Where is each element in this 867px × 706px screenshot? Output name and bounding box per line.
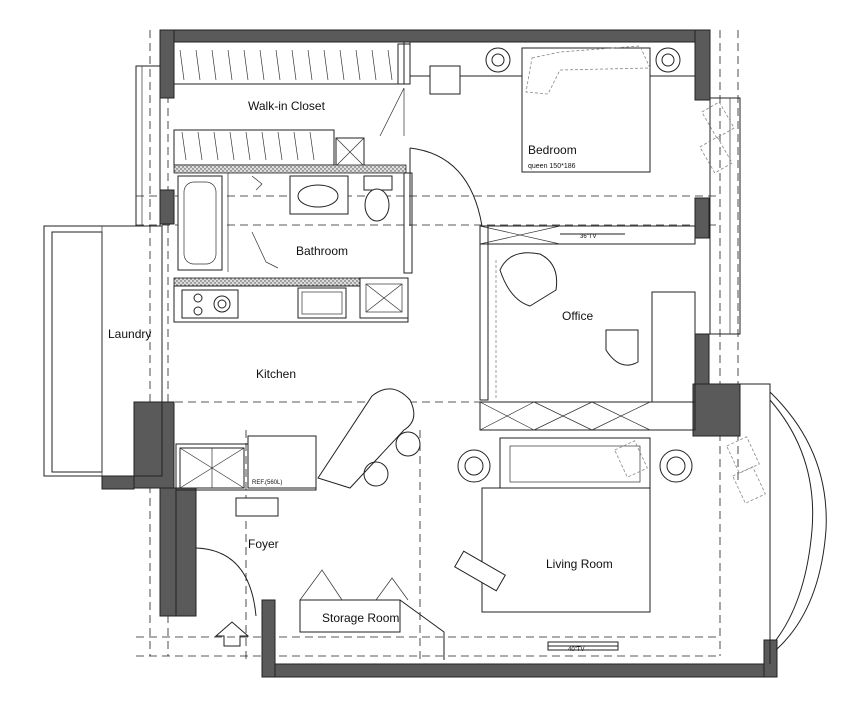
label-foyer: Foyer [248,537,279,551]
walk-in-closet [173,41,411,167]
cooktop [181,289,239,319]
label-living-tv: 40"TV [568,647,584,653]
label-office-tv: 36"TV [580,234,596,240]
label-refrigerator: REF.(560L) [252,480,282,486]
room-labels: Walk-in Closet Bedroom queen 150*186 Bat… [108,99,613,653]
coffee-table [481,487,651,613]
label-walk-in-closet: Walk-in Closet [248,99,326,113]
laundry-area [43,225,163,477]
exterior-walls [101,29,778,678]
toilet [364,188,390,222]
closet-hangers-top [179,49,393,81]
label-bedroom: Bedroom [528,143,577,157]
kitchen-island [317,388,415,489]
kitchen-sink [297,287,347,319]
label-kitchen: Kitchen [256,367,296,381]
sofa [499,437,651,491]
label-bed-size: queen 150*186 [528,163,576,170]
bedroom-furniture [409,41,735,227]
office-chair [499,252,558,307]
living-furniture [454,436,766,651]
office-furniture [479,225,696,431]
label-storage-room: Storage Room [322,611,399,625]
bed [521,47,651,173]
kitchen-fixtures [173,277,421,491]
label-bathroom: Bathroom [296,244,348,258]
label-office: Office [562,309,593,323]
refrigerator [247,435,317,489]
closet-hangers-bottom [181,131,315,161]
entrance-arrow-icon [214,621,250,647]
bathtub [177,175,223,271]
bathroom-fixtures [173,164,413,274]
foyer-storage [195,497,445,660]
label-living-room: Living Room [546,557,613,571]
label-laundry: Laundry [108,327,151,341]
